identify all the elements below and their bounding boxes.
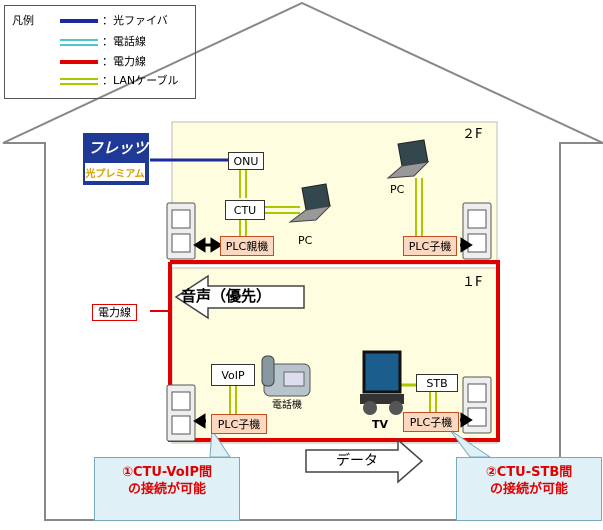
outlet-2f-right	[463, 203, 491, 259]
flets-logo-bottom: 光プレミアム	[85, 163, 145, 181]
callout-1-line1: ①CTU-VoIP間	[95, 464, 239, 481]
tv-label: TV	[372, 419, 388, 430]
flets-logo-top: フレッツ	[88, 137, 148, 158]
plc-child-voip-box: PLC子機	[211, 414, 267, 434]
plc-child-2f-box: PLC子機	[403, 236, 457, 256]
outlet-2f-left	[167, 203, 195, 259]
callout-ctu-voip: ①CTU-VoIP間 の接続が可能	[94, 457, 240, 521]
legend-phone-label: ：電話線	[102, 36, 146, 47]
stb-box: STB	[416, 374, 458, 392]
legend-title: 凡例	[12, 15, 34, 26]
voice-label: 音声（優先）	[181, 289, 271, 304]
pc-right-label: PC	[390, 184, 404, 195]
power-line-label: 電力線	[92, 304, 137, 321]
floor-1f-label: １F	[462, 276, 482, 289]
legend-lan-label: ：LANケーブル	[102, 75, 178, 86]
floor-2f-label: ２F	[462, 128, 482, 141]
callout-2-line1: ②CTU-STB間	[457, 464, 601, 481]
pc-label: PC	[298, 235, 312, 246]
callout-1-line2: の接続が可能	[95, 481, 239, 498]
callout-ctu-stb: ②CTU-STB間 の接続が可能	[456, 457, 602, 521]
phone-label: 電話機	[272, 401, 302, 411]
outlet-1f-right	[463, 377, 491, 433]
voip-box: VoIP	[211, 364, 255, 386]
legend-fiber-label: ：光ファイバ	[102, 15, 168, 26]
plc-parent-box: PLC親機	[220, 236, 274, 256]
legend-power-label: ：電力線	[102, 56, 146, 67]
data-label: データ	[336, 454, 378, 468]
plc-child-stb-box: PLC子機	[403, 412, 459, 432]
flets-logo: フレッツ 光プレミアム	[82, 132, 150, 186]
ctu-box: CTU	[225, 200, 265, 220]
outlet-1f-left	[167, 385, 195, 441]
callout-2-line2: の接続が可能	[457, 481, 601, 498]
onu-box: ONU	[228, 152, 264, 170]
